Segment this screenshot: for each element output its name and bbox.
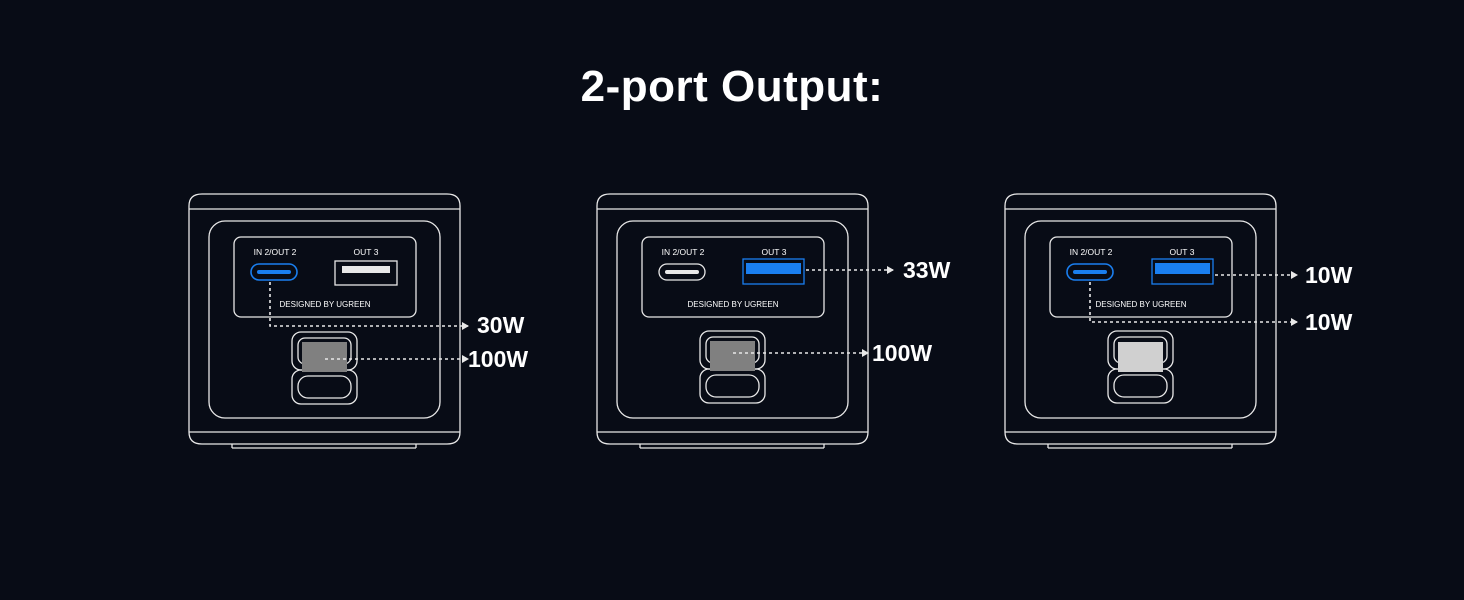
usb-a-port-slot xyxy=(342,266,390,273)
ac-outlet xyxy=(1107,330,1174,404)
ac-outlet-idle xyxy=(1118,342,1163,372)
device-body xyxy=(1004,193,1277,449)
ac-plug-active xyxy=(710,341,755,371)
port-label-out3: OUT 3 xyxy=(1170,247,1195,257)
usb-c-port-slot xyxy=(1073,270,1107,274)
output-label-2: 10W xyxy=(1305,309,1353,335)
brand-text: DESIGNED BY UGREEN xyxy=(1096,300,1187,309)
output-label-1: 30W xyxy=(477,312,525,338)
port-label-in2-out2: IN 2/OUT 2 xyxy=(1070,247,1113,257)
connector-lines xyxy=(1089,271,1298,326)
usb-c-port xyxy=(658,263,706,281)
usb-a-port-active xyxy=(742,258,805,285)
port-label-in2-out2: IN 2/OUT 2 xyxy=(662,247,705,257)
page-title: 2-port Output: xyxy=(580,62,884,111)
output-label-1: 10W xyxy=(1305,262,1353,288)
device-body xyxy=(596,193,869,449)
brand-text: DESIGNED BY UGREEN xyxy=(688,300,779,309)
port-label-in2-out2: IN 2/OUT 2 xyxy=(254,247,297,257)
port-label-out3: OUT 3 xyxy=(762,247,787,257)
usb-c-port-slot xyxy=(257,270,291,274)
device-panel-3: IN 2/OUT 2 OUT 3 DESIGNED BY UGREEN 10W … xyxy=(1004,193,1353,449)
usb-a-port-slot xyxy=(746,263,801,274)
device-panel-1: IN 2/OUT 2 OUT 3 DESIGNED BY UGREEN 30W … xyxy=(188,193,528,449)
usb-c-port-active xyxy=(250,263,298,281)
usb-a-port-slot xyxy=(1155,263,1210,274)
ac-plug-active xyxy=(302,342,347,372)
connector-lines xyxy=(733,266,894,357)
device-body xyxy=(188,193,461,449)
device-panel-2: IN 2/OUT 2 OUT 3 DESIGNED BY UGREEN 33W … xyxy=(596,193,951,449)
output-label-2: 100W xyxy=(468,346,528,372)
port-label-out3: OUT 3 xyxy=(354,247,379,257)
usb-c-port-slot xyxy=(665,270,699,274)
usb-a-port-active xyxy=(1151,258,1214,285)
output-label-1: 33W xyxy=(903,257,951,283)
brand-text: DESIGNED BY UGREEN xyxy=(280,300,371,309)
usb-a-port xyxy=(334,260,398,286)
connector-lines xyxy=(269,282,469,363)
output-label-2: 100W xyxy=(872,340,932,366)
usb-c-port-active xyxy=(1066,263,1114,281)
